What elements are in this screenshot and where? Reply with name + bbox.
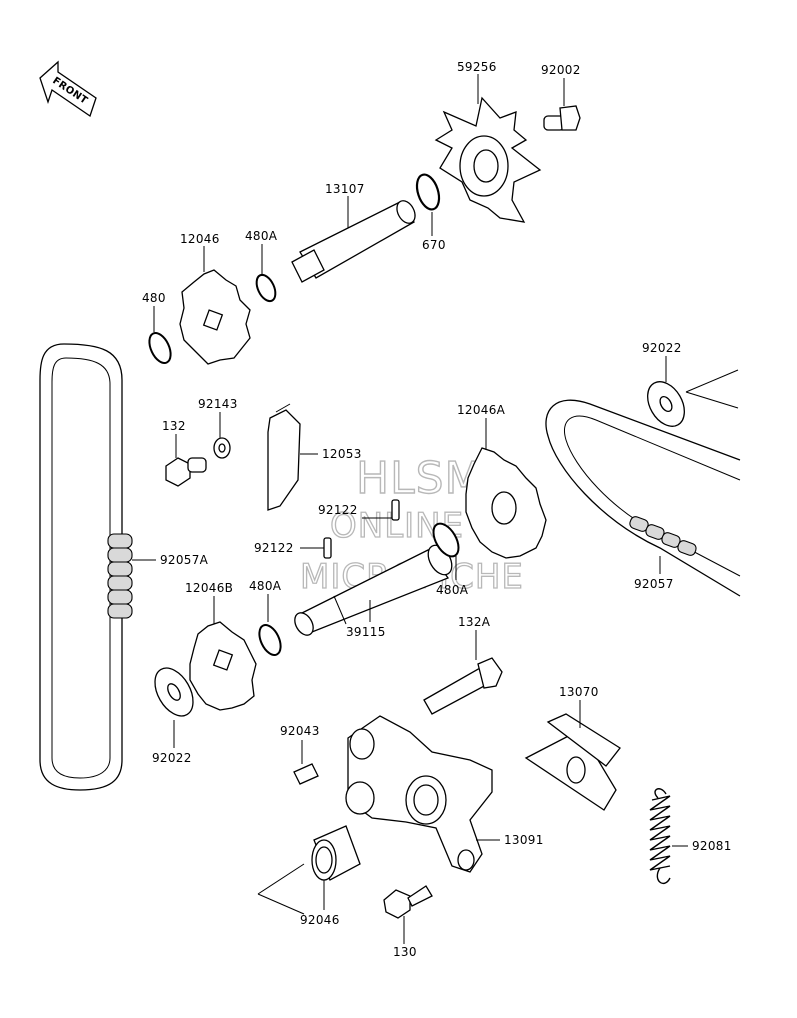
leader-lines bbox=[132, 74, 688, 944]
label-92046: 92046 bbox=[300, 913, 340, 927]
bolt-130-icon bbox=[383, 885, 433, 919]
label-130: 130 bbox=[393, 945, 417, 959]
sprocket-12046-icon bbox=[179, 269, 251, 365]
label-92022-left: 92022 bbox=[152, 751, 192, 765]
label-92143: 92143 bbox=[198, 397, 238, 411]
label-12046A: 12046A bbox=[457, 403, 506, 417]
label-132A: 132A bbox=[458, 615, 491, 629]
label-39115: 39115 bbox=[346, 625, 386, 639]
washer-92022-right-icon bbox=[647, 381, 685, 427]
label-92043: 92043 bbox=[280, 724, 320, 738]
bolt-92002-icon bbox=[543, 105, 581, 131]
tensioner-13070-icon bbox=[524, 713, 621, 811]
bearing-92046-icon bbox=[257, 825, 361, 915]
label-13107: 13107 bbox=[325, 182, 365, 196]
label-92002: 92002 bbox=[541, 63, 581, 77]
label-92122-b: 92122 bbox=[254, 541, 294, 555]
shaft-39115-icon bbox=[294, 544, 453, 636]
label-132: 132 bbox=[162, 419, 186, 433]
circlip-480A-top-icon bbox=[255, 273, 277, 303]
chain-right-icon bbox=[545, 369, 741, 597]
bolt-132A-icon bbox=[423, 657, 503, 715]
circlip-480A-right-icon bbox=[432, 522, 460, 558]
label-12053: 12053 bbox=[322, 447, 362, 461]
dowel-92043-icon bbox=[293, 763, 319, 785]
bolt-132-icon bbox=[165, 457, 207, 487]
label-13091: 13091 bbox=[504, 833, 544, 847]
label-13070: 13070 bbox=[559, 685, 599, 699]
chain-guide-12053-icon bbox=[267, 403, 301, 511]
label-92022-right: 92022 bbox=[642, 341, 682, 355]
label-92081: 92081 bbox=[692, 839, 732, 853]
watermark-line1: HLSM bbox=[356, 453, 484, 504]
shaft-13107-icon bbox=[291, 200, 416, 283]
spring-92081-icon bbox=[649, 788, 671, 884]
label-480A-mid: 480A bbox=[249, 579, 282, 593]
label-92057: 92057 bbox=[634, 577, 674, 591]
chain-left-icon bbox=[39, 343, 133, 791]
washer-92022-left-icon bbox=[154, 667, 194, 717]
label-59256: 59256 bbox=[457, 60, 497, 74]
sprocket-12046B-icon bbox=[189, 621, 257, 711]
pin-92122-b-icon bbox=[323, 537, 332, 559]
label-480A-top: 480A bbox=[245, 229, 278, 243]
pin-92122-a-icon bbox=[391, 499, 400, 521]
circlip-480A-mid-icon bbox=[258, 624, 282, 656]
arm-13091-icon bbox=[345, 715, 493, 873]
label-92122-a: 92122 bbox=[318, 503, 358, 517]
part-labels: 59256 92002 13107 670 12046 480A 480 920… bbox=[142, 60, 732, 959]
sprocket-59256-icon bbox=[434, 96, 542, 223]
front-arrow-icon: FRONT bbox=[39, 60, 97, 118]
label-12046B: 12046B bbox=[185, 581, 233, 595]
label-12046: 12046 bbox=[180, 232, 220, 246]
label-670: 670 bbox=[422, 238, 446, 252]
washer-92143-icon bbox=[213, 437, 231, 459]
label-480: 480 bbox=[142, 291, 166, 305]
oring-670-icon bbox=[415, 173, 441, 211]
circlip-480-icon bbox=[148, 332, 172, 364]
label-92057A: 92057A bbox=[160, 553, 209, 567]
label-480A-right: 480A bbox=[436, 583, 469, 597]
sprocket-12046A-icon bbox=[465, 447, 547, 559]
